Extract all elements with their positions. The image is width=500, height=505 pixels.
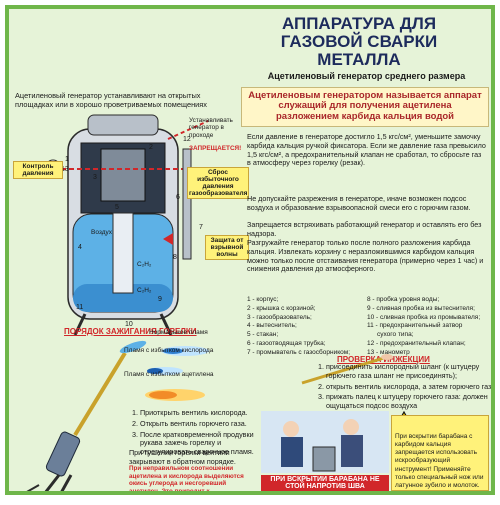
generator-diagram: 1 2 3 4 5 6 7 8 9 10 11 12 13 <box>45 114 237 336</box>
legend-item: 3 - газообразователь; <box>247 313 312 321</box>
legend-item: 12 - предохранительный клапан; <box>367 339 466 347</box>
svg-text:2: 2 <box>149 144 153 151</box>
injection-step: открыть вентиль кислорода, а затем горюч… <box>326 382 491 392</box>
paragraph-2: Не допускайте разрежения в генераторе, и… <box>247 194 471 212</box>
install-label: Устанавливать генератор в проходе <box>189 117 233 139</box>
injection-step: присоединить кислородный шланг (к штуцер… <box>326 362 491 381</box>
forbidden-label: ЗАПРЕЩАЕТСЯ! <box>189 145 242 152</box>
legend-item: 1 - корпус; <box>247 296 279 303</box>
drum-safety-text: При вскрытии барабана с карбидом кальция… <box>391 415 489 491</box>
air-label: Воздух <box>91 229 113 236</box>
paragraph-3: Запрещается встряхивать работающий генер… <box>247 220 482 238</box>
ignition-warning: При неправильном соотношении ацетилена и… <box>129 465 244 495</box>
ignition-step: После кратковременной продувки рукава за… <box>140 430 255 457</box>
ignition-step: Приоткрыть вентиль кислорода. <box>140 408 255 418</box>
c2h2-top-label: C₂H₂ <box>137 261 152 268</box>
flame-oxygen-label: Пламя с избытком кислорода <box>124 347 214 354</box>
intro-text: Ацетиленовый генератор устанавливают на … <box>15 91 207 110</box>
legend-item: 10 - сливная пробка из промывателя; <box>367 313 481 321</box>
svg-text:1: 1 <box>65 156 69 163</box>
paragraph-4: Разгружайте генератор только после полно… <box>247 238 484 274</box>
svg-text:3: 3 <box>93 174 97 181</box>
legend-item: 7 - промыватель с газосборником; <box>247 348 351 356</box>
flame-acetylene-icon <box>145 389 205 401</box>
legend-item: 8 - пробка уровня воды; <box>367 296 440 303</box>
legend-item: 2 - крышка с корзиной; <box>247 304 316 312</box>
definition-box: Ацетиленовым генератором называется аппа… <box>241 87 489 127</box>
svg-text:5: 5 <box>115 204 119 211</box>
legend-item: 4 - вытеснитель; <box>247 322 297 330</box>
ignition-step: Открыть вентиль горючего газа. <box>140 419 255 429</box>
legend-item: 11 - предохранительный затвор <box>367 322 463 330</box>
extinguish-text: При тушении горелки вентили закрывают в … <box>129 448 236 466</box>
injection-step: прижать палец к штуцеру горючего газа: д… <box>326 393 491 411</box>
legend-right: 8 - пробка уровня воды; 9 - сливная проб… <box>367 296 491 357</box>
drum-opening-illustration <box>261 411 389 473</box>
svg-text:13: 13 <box>61 166 69 173</box>
c2h2-bottom-label: C₂H₂ <box>137 287 152 294</box>
legend-left: 1 - корпус; 2 - крышка с корзиной; 3 - г… <box>247 296 367 357</box>
svg-text:10: 10 <box>125 321 133 328</box>
ignition-title: ПОРЯДОК ЗАЖИГАНИЯ ГОРЕЛКИ <box>64 327 197 336</box>
svg-text:12: 12 <box>183 136 191 143</box>
legend-item: 6 - газоотводящая трубка; <box>247 339 326 347</box>
paragraph-1: Если давление в генераторе достигло 1,5 … <box>247 132 486 168</box>
injection-torch-illustration <box>301 354 393 385</box>
poster: АППАРАТУРА ДЛЯ ГАЗОВОЙ СВАРКИ МЕТАЛЛА Ац… <box>5 5 495 495</box>
svg-text:7: 7 <box>199 224 203 231</box>
legend-item: 5 - стакан; <box>247 331 279 339</box>
svg-text:9: 9 <box>158 296 162 303</box>
blast-protection-label: Защита от взрывной волны <box>205 235 249 260</box>
svg-text:4: 4 <box>78 244 82 251</box>
legend-item: сухого типа; <box>377 331 414 339</box>
flame-normal-label: Нормальное пламя <box>149 329 208 336</box>
relief-label: Сброс избыточного давления газообразоват… <box>187 167 249 199</box>
flame-acetylene-label: Пламя с избытком ацетилена <box>124 371 214 378</box>
svg-text:11: 11 <box>76 304 83 311</box>
svg-text:6: 6 <box>176 194 180 201</box>
injection-steps: присоединить кислородный шланг (к штуцер… <box>315 362 491 413</box>
diagram-numbers: 1 2 3 4 5 6 7 8 9 10 11 12 13 <box>61 136 203 328</box>
pressure-control-label: Контроль давления <box>13 161 63 179</box>
flame-normal-icon <box>161 346 209 356</box>
drum-warning-banner: ПРИ ВСКРЫТИИ БАРАБАНА НЕ СТОЙ НАПРОТИВ Ш… <box>261 475 389 491</box>
poster-title: АППАРАТУРА ДЛЯ ГАЗОВОЙ СВАРКИ МЕТАЛЛА <box>280 14 438 69</box>
torch-illustration <box>26 340 209 491</box>
flame-oxygen-icon <box>147 367 183 375</box>
ignition-steps: Приоткрыть вентиль кислорода. Открыть ве… <box>129 408 255 459</box>
svg-text:8: 8 <box>173 254 177 261</box>
legend-item: 13 - манометр <box>367 348 410 356</box>
legend-item: 9 - сливная пробка из вытеснителя; <box>367 304 475 312</box>
subtitle: Ацетиленовый генератор среднего размера <box>267 71 466 81</box>
